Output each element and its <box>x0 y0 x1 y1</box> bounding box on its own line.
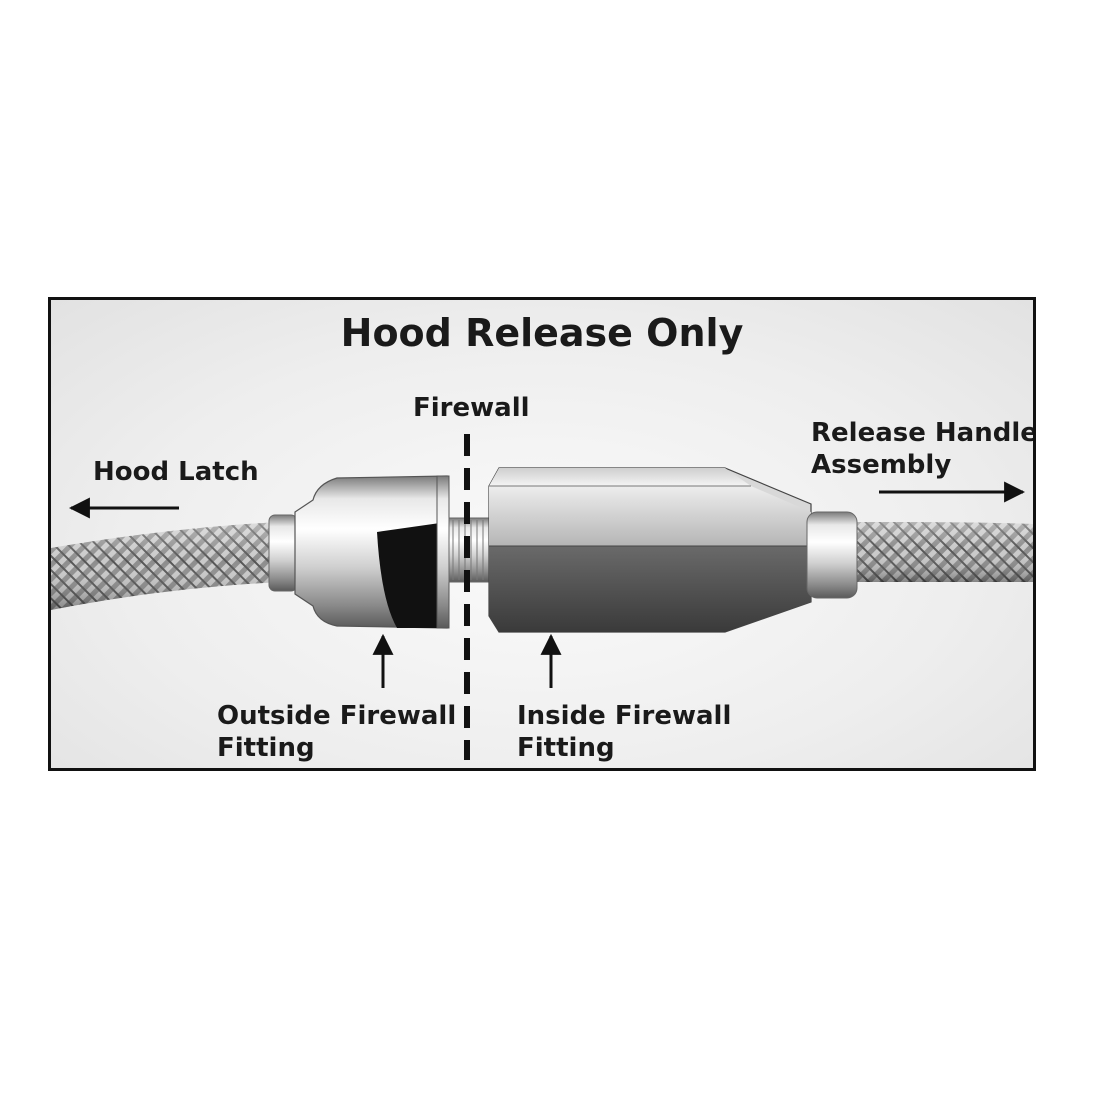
release-handle-label-line2: Assembly <box>811 449 1036 481</box>
fitting-illustration <box>51 300 1033 768</box>
diagram-panel: Hood Release Only Firewall Hood Latch Re… <box>48 297 1036 771</box>
release-handle-label: Release Handle Assembly <box>811 417 1036 481</box>
left-braided-hose <box>51 522 281 610</box>
inside-fitting-label-line2: Fitting <box>517 732 731 764</box>
outside-fitting-label-line1: Outside Firewall <box>217 700 456 732</box>
diagram-title: Hood Release Only <box>51 310 1033 356</box>
hood-latch-label: Hood Latch <box>93 456 259 488</box>
inside-fitting-label-line1: Inside Firewall <box>517 700 731 732</box>
inside-firewall-fitting <box>489 468 857 632</box>
outside-fitting-label-line2: Fitting <box>217 732 456 764</box>
release-handle-label-line1: Release Handle <box>811 417 1036 449</box>
inside-fitting-label: Inside Firewall Fitting <box>517 700 731 764</box>
firewall-label: Firewall <box>413 392 530 424</box>
right-braided-hose <box>851 522 1033 582</box>
outside-fitting-label: Outside Firewall Fitting <box>217 700 456 764</box>
outside-firewall-fitting <box>269 476 449 628</box>
